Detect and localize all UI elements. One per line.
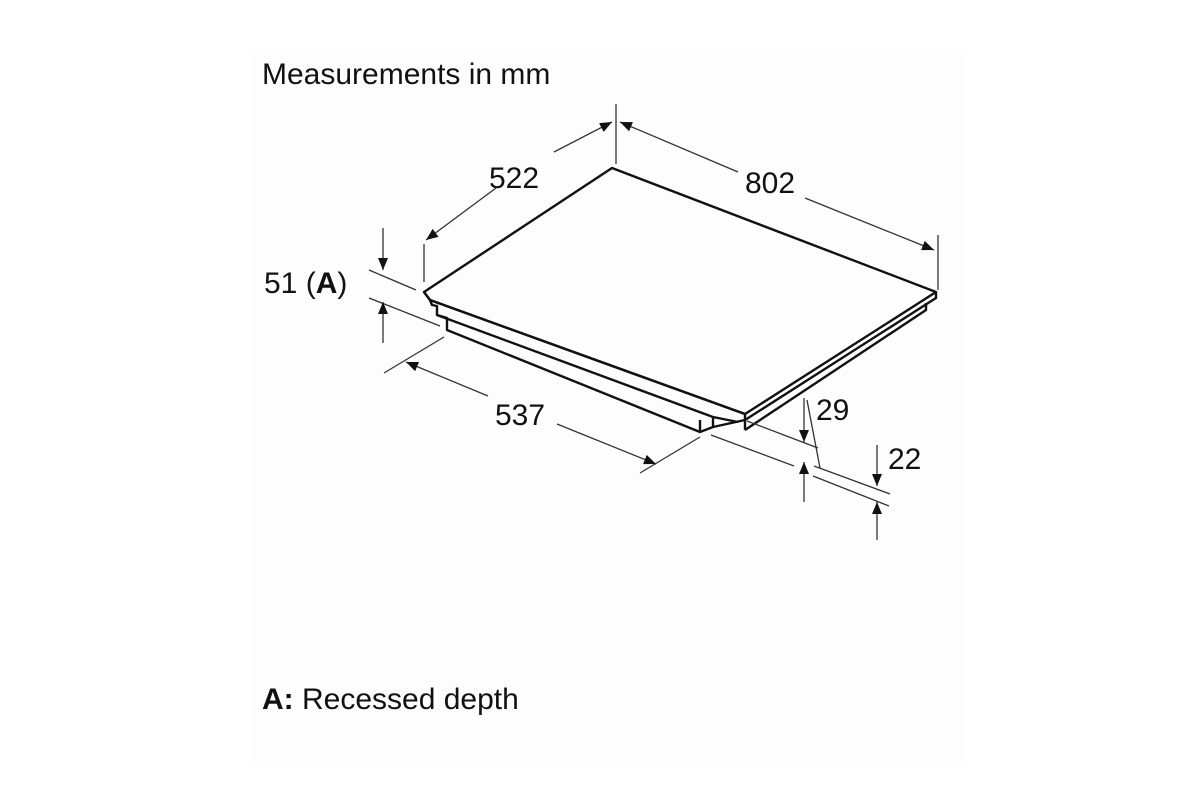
dimension-29-label: 29 — [816, 394, 849, 427]
legend: A: Recessed depth — [262, 683, 519, 717]
dimension-51-label: 51 (A) — [264, 267, 347, 300]
diagram-title: Measurements in mm — [262, 58, 551, 91]
dimension-537 — [383, 336, 701, 474]
dimension-802 — [619, 121, 939, 290]
dimension-22-label: 22 — [888, 443, 921, 476]
hob-outline — [422, 166, 938, 434]
hob-frame-step — [428, 299, 714, 419]
dimension-51 — [368, 228, 441, 343]
dimension-537-label: 537 — [495, 399, 545, 432]
dimension-522 — [423, 104, 617, 282]
dimension-29 — [710, 398, 821, 502]
legend-text: Recessed depth — [302, 683, 519, 716]
hob-top-surface — [422, 166, 938, 416]
dimension-802-label: 802 — [745, 167, 795, 200]
dimension-522-label: 522 — [489, 162, 539, 195]
dimension-22 — [812, 445, 891, 540]
legend-key: A: — [262, 683, 294, 716]
recessed-depth-marker: A — [316, 267, 338, 300]
hob-housing — [436, 313, 715, 434]
